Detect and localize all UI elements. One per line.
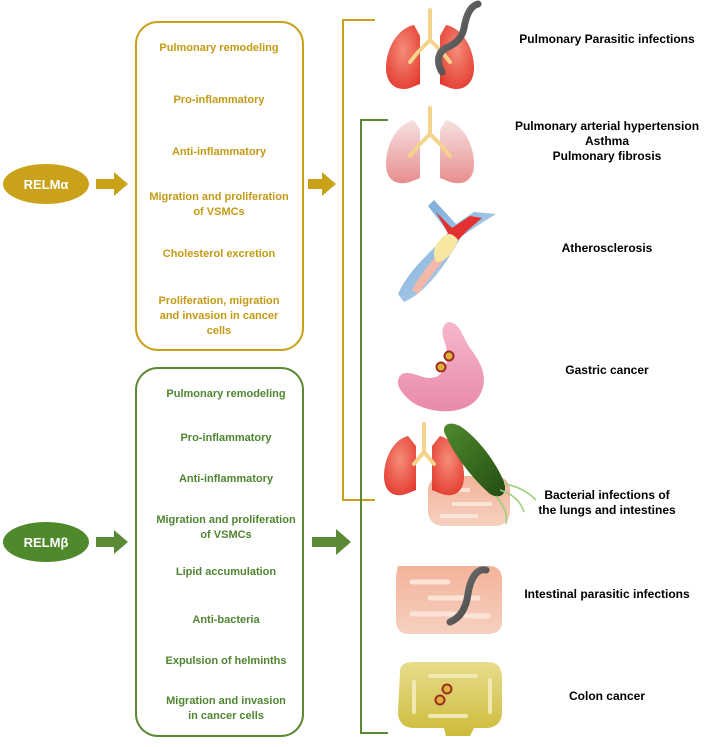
relm-alpha-label: RELMα <box>24 177 69 192</box>
disease-label: Gastric cancer <box>565 363 649 377</box>
disease-label: Pulmonary Parasitic infections <box>519 32 695 46</box>
beta-bracket <box>360 119 388 734</box>
lungs-worm-icon <box>386 0 482 90</box>
stomach-icon <box>397 322 484 412</box>
relm-beta-label: RELMβ <box>24 535 69 550</box>
lungs-intestine-bacteria-icon <box>384 422 537 526</box>
colon-icon <box>398 662 502 736</box>
beta-arrow-right <box>312 529 351 555</box>
beta-function-item: Expulsion of helminths <box>165 655 286 667</box>
alpha-function-item: Cholesterol excretion <box>163 248 276 260</box>
alpha-function-item: Anti-inflammatory <box>172 146 267 158</box>
relm-alpha-pill <box>3 164 89 204</box>
artery-icon <box>398 200 496 302</box>
disease-label: Intestinal parasitic infections <box>524 587 690 601</box>
intestine-worm-icon <box>396 566 502 634</box>
relm-beta-box <box>135 367 304 737</box>
disease-label: Colon cancer <box>569 689 645 703</box>
beta-function-item: Anti-inflammatory <box>179 473 274 485</box>
relm-alpha-box <box>135 21 304 351</box>
alpha-arrow-right <box>308 172 336 196</box>
disease-label: Atherosclerosis <box>562 241 653 255</box>
beta-function-item: Anti-bacteria <box>192 614 260 626</box>
alpha-function-item: Pro-inflammatory <box>173 94 265 106</box>
alpha-function-item: Pulmonary remodeling <box>159 42 278 54</box>
alpha-arrow-left <box>96 172 128 196</box>
beta-function-item: Lipid accumulation <box>176 566 277 578</box>
beta-arrow-left <box>96 530 128 554</box>
alpha-bracket <box>342 19 375 501</box>
beta-function-item: Pulmonary remodeling <box>166 388 285 400</box>
beta-function-item: Pro-inflammatory <box>180 432 272 444</box>
relm-beta-pill <box>3 522 89 562</box>
lungs-pale-icon <box>386 106 474 184</box>
